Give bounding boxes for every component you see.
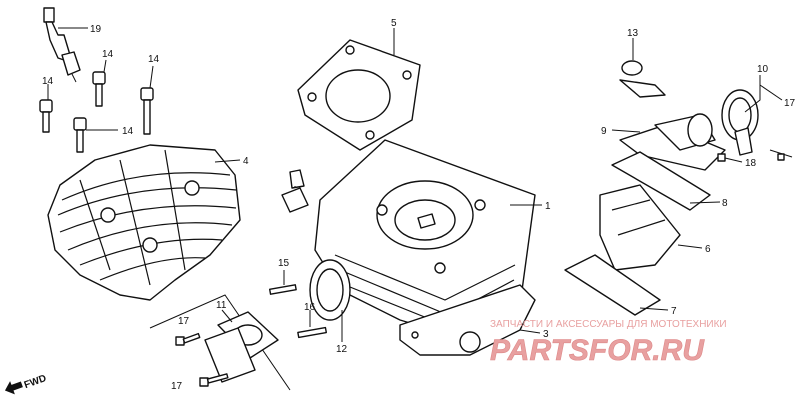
spark-plug (43, 7, 81, 83)
intake-clamp (721, 89, 759, 156)
exhaust-flange (149, 294, 291, 391)
callout-15: 15 (278, 258, 290, 269)
callout-6: 6 (705, 244, 711, 255)
callout-17: 17 (171, 381, 183, 392)
fwd-label: FWD (23, 373, 48, 391)
callout-5: 5 (391, 18, 397, 29)
callout-labels: 19 14 14 14 14 4 5 1 3 6 7 8 9 10 13 17 … (42, 18, 796, 392)
intake-bolt (717, 149, 793, 162)
leader-lines (47, 27, 783, 342)
callout-10: 10 (757, 64, 769, 75)
callout-14: 14 (102, 49, 114, 60)
watermark: ЗАПЧАСТИ И АКСЕССУАРЫ ДЛЯ МОТОТЕХНИКИ PA… (490, 319, 727, 367)
callout-1: 1 (545, 201, 551, 212)
callout-3: 3 (543, 329, 549, 340)
callout-14: 14 (148, 54, 160, 65)
head-bolts (39, 71, 154, 153)
base-gasket (399, 284, 536, 356)
callout-7: 7 (671, 306, 677, 317)
callout-14: 14 (122, 126, 134, 137)
rubber-damper (281, 169, 309, 213)
cylinder-head (47, 144, 241, 301)
exhaust-bolts (175, 332, 229, 387)
callout-12: 12 (336, 344, 348, 355)
callout-17: 17 (178, 316, 190, 327)
arrow-icon (4, 381, 23, 395)
forward-direction-indicator: FWD (4, 373, 48, 395)
callout-11: 11 (216, 300, 227, 311)
callout-4: 4 (243, 156, 249, 167)
callout-19: 19 (90, 24, 102, 35)
callout-8: 8 (722, 198, 728, 209)
callout-16: 17 (784, 98, 796, 109)
watermark-brand: PARTSFOR.RU (490, 334, 705, 367)
callout-13: 13 (627, 28, 639, 39)
callout-14: 14 (42, 76, 54, 87)
callout-15: 16 (304, 302, 316, 313)
head-gasket (297, 39, 421, 151)
watermark-subtitle: ЗАПЧАСТИ И АКСЕССУАРЫ ДЛЯ МОТОТЕХНИКИ (490, 319, 727, 330)
exhaust-gasket (309, 259, 351, 321)
reed-valve-assembly (564, 113, 726, 316)
hose-clamp (619, 60, 666, 98)
callout-18: 18 (745, 158, 757, 169)
callout-9: 9 (601, 126, 607, 137)
studs (268, 284, 328, 339)
